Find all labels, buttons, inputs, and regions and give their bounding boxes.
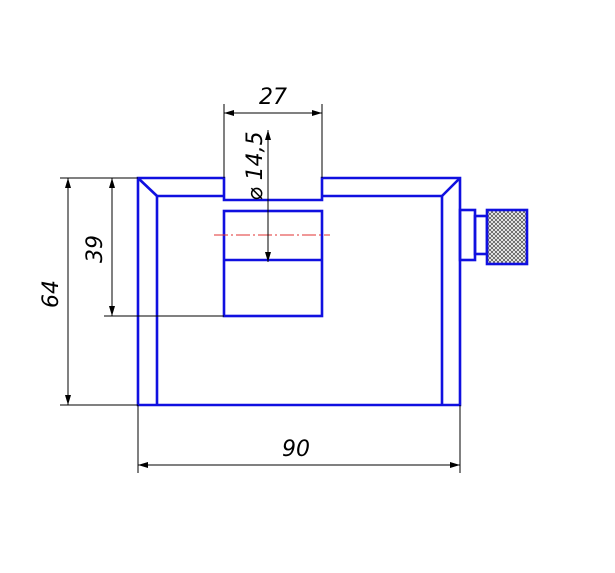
dimension-height-inner: 39 bbox=[83, 177, 224, 317]
dimension-diameter: ⌀ 14,5 bbox=[243, 130, 271, 262]
dimension-label-39: 39 bbox=[83, 235, 108, 263]
dimension-label-64: 64 bbox=[39, 280, 64, 308]
dimension-label-diameter: ⌀ 14,5 bbox=[243, 131, 268, 200]
dimension-width-top: 27 bbox=[223, 85, 323, 178]
dimension-label-90: 90 bbox=[282, 437, 310, 462]
dimension-height-total: 64 bbox=[39, 177, 138, 406]
knob bbox=[458, 208, 529, 266]
dimension-width-total: 90 bbox=[137, 405, 461, 473]
dimension-label-27: 27 bbox=[259, 85, 287, 110]
part-body bbox=[136, 176, 462, 407]
